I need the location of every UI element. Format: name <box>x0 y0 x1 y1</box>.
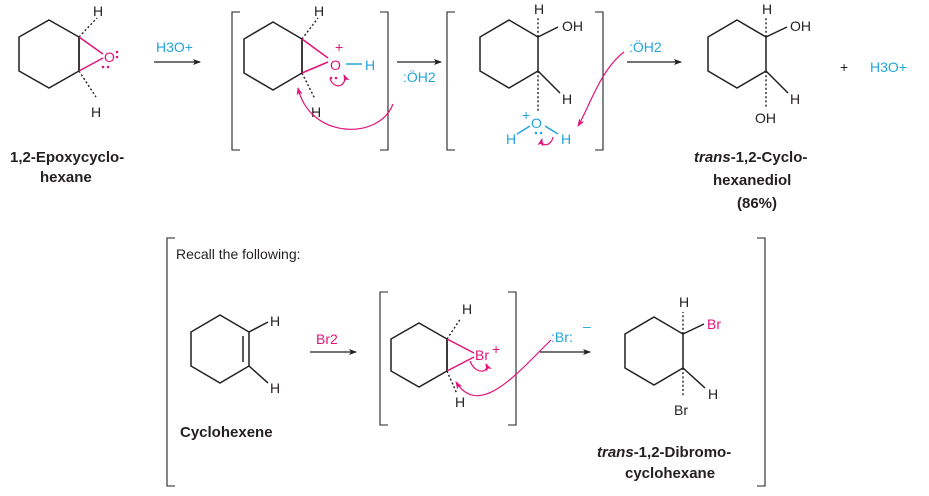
bromine-atom: Br <box>475 347 489 363</box>
atom-h: H <box>311 104 321 120</box>
recall-title: Recall the following: <box>176 246 301 262</box>
negative-charge: – <box>583 318 591 334</box>
byproduct-label: H3O+ <box>870 59 907 75</box>
atom-h: H <box>708 386 718 402</box>
atom-h: H <box>562 91 572 107</box>
product-name: trans-1,2-Cyclo- <box>694 149 807 166</box>
atom-h: H <box>790 91 800 107</box>
intermediate-bracket: H H O + H <box>231 3 394 151</box>
atom-oxygen: O <box>104 49 115 65</box>
bromide-label: :Br: <box>551 329 573 345</box>
reaction-arrow: :Br: – <box>540 318 591 355</box>
atom-oxygen: O <box>330 57 341 73</box>
atom-h: H <box>270 313 280 329</box>
epoxide-name: hexane <box>40 169 92 186</box>
diol-structure: H OH H OH <box>707 1 811 126</box>
atom-oxygen: O <box>531 115 542 131</box>
positive-charge: + <box>522 107 530 123</box>
water-label: :ÖH2 <box>629 38 662 55</box>
dibromide-structure: H Br H Br <box>624 294 721 418</box>
reaction-arrow: Br2 <box>310 331 357 355</box>
cyclohexene-structure: H H <box>190 313 280 396</box>
atom-h: H <box>314 3 324 19</box>
dibromide-name: cyclohexane <box>625 465 715 482</box>
bromonium-bracket: H H Br + <box>379 291 552 426</box>
reagent-label: Br2 <box>316 331 338 347</box>
product-yield: (86%) <box>737 195 777 212</box>
water-label: :ÖH2 <box>403 68 436 85</box>
epoxide-name: 1,2-Epoxycyclo- <box>10 149 124 166</box>
product-name: hexanediol <box>713 172 791 189</box>
atom-h: H <box>93 3 103 19</box>
reagent-label: H3O+ <box>156 39 193 55</box>
positive-charge: + <box>335 39 343 55</box>
atom-h: H <box>462 301 472 317</box>
atom-h: H <box>762 1 772 17</box>
hydroxyl-group: OH <box>790 18 811 34</box>
atom-h: H <box>270 380 280 396</box>
reaction-arrow: :ÖH2 <box>397 59 442 85</box>
epoxide-structure: H H O <box>18 3 119 120</box>
bromine-atom: Br <box>674 402 688 418</box>
cyclohexene-name: Cyclohexene <box>180 424 273 441</box>
atom-h: H <box>679 294 689 310</box>
hydroxyl-group: OH <box>755 110 776 126</box>
hydroxyl-group: OH <box>562 18 583 34</box>
atom-h: H <box>455 394 465 410</box>
atom-h: H <box>506 131 516 147</box>
atom-h: H <box>91 104 101 120</box>
reaction-arrow: :ÖH2 <box>627 38 682 65</box>
positive-charge: + <box>492 341 500 357</box>
reaction-arrow: H3O+ <box>154 39 201 65</box>
atom-h: H <box>534 1 544 17</box>
atom-h: H <box>561 131 571 147</box>
intermediate-bracket: H OH H O + H H <box>446 1 625 151</box>
plus-sign: + <box>840 59 848 75</box>
bromine-atom: Br <box>707 316 721 332</box>
dibromide-name: trans-1,2-Dibromo- <box>597 444 731 461</box>
recall-box: Recall the following: H H Cyclohexene Br… <box>166 237 766 487</box>
atom-h: H <box>365 57 375 73</box>
